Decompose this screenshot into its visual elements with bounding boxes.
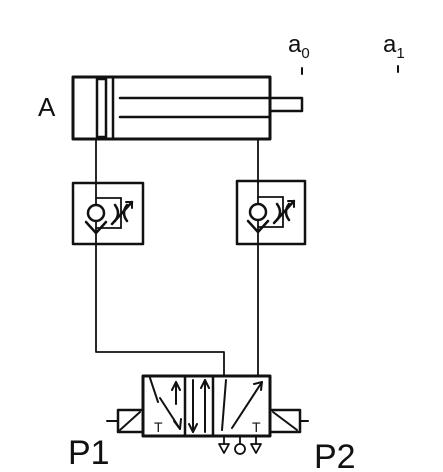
pressure-source-circle-icon [234,435,246,455]
svg-text:a1: a1 [383,31,405,62]
sensor-a1-main: a [383,31,397,58]
sensor-label-a0: a0 [288,31,310,75]
line-to-valve-left [95,243,225,377]
adjustable-throttle-icon [110,200,134,226]
sensor-a1-sub: 1 [396,45,404,62]
svg-text:a0: a0 [288,31,310,62]
five-three-way-valve-icon: T T [141,374,272,455]
flow-control-left [71,181,145,246]
pilot-label-p2: P2 [314,438,356,472]
check-valve-icon [246,202,270,234]
sensor-label-a1: a1 [383,31,405,73]
pilot-actuator-icon [106,408,145,434]
exhaust-arrow-icon [218,435,230,454]
valve-port-t-left: T [154,419,163,435]
sensor-a0-main: a [288,31,302,58]
pilot-label-p1: P1 [68,434,110,472]
flow-control-right [235,179,307,246]
cylinder-label: A [38,92,56,122]
adjustable-throttle-icon [272,199,296,225]
pilot-actuator-icon [268,408,309,434]
exhaust-arrow-icon [250,435,262,454]
check-valve-icon [84,203,108,235]
sensor-a0-sub: 0 [301,45,309,62]
double-acting-cylinder-icon [71,75,304,141]
valve-port-t-right: T [252,419,261,435]
